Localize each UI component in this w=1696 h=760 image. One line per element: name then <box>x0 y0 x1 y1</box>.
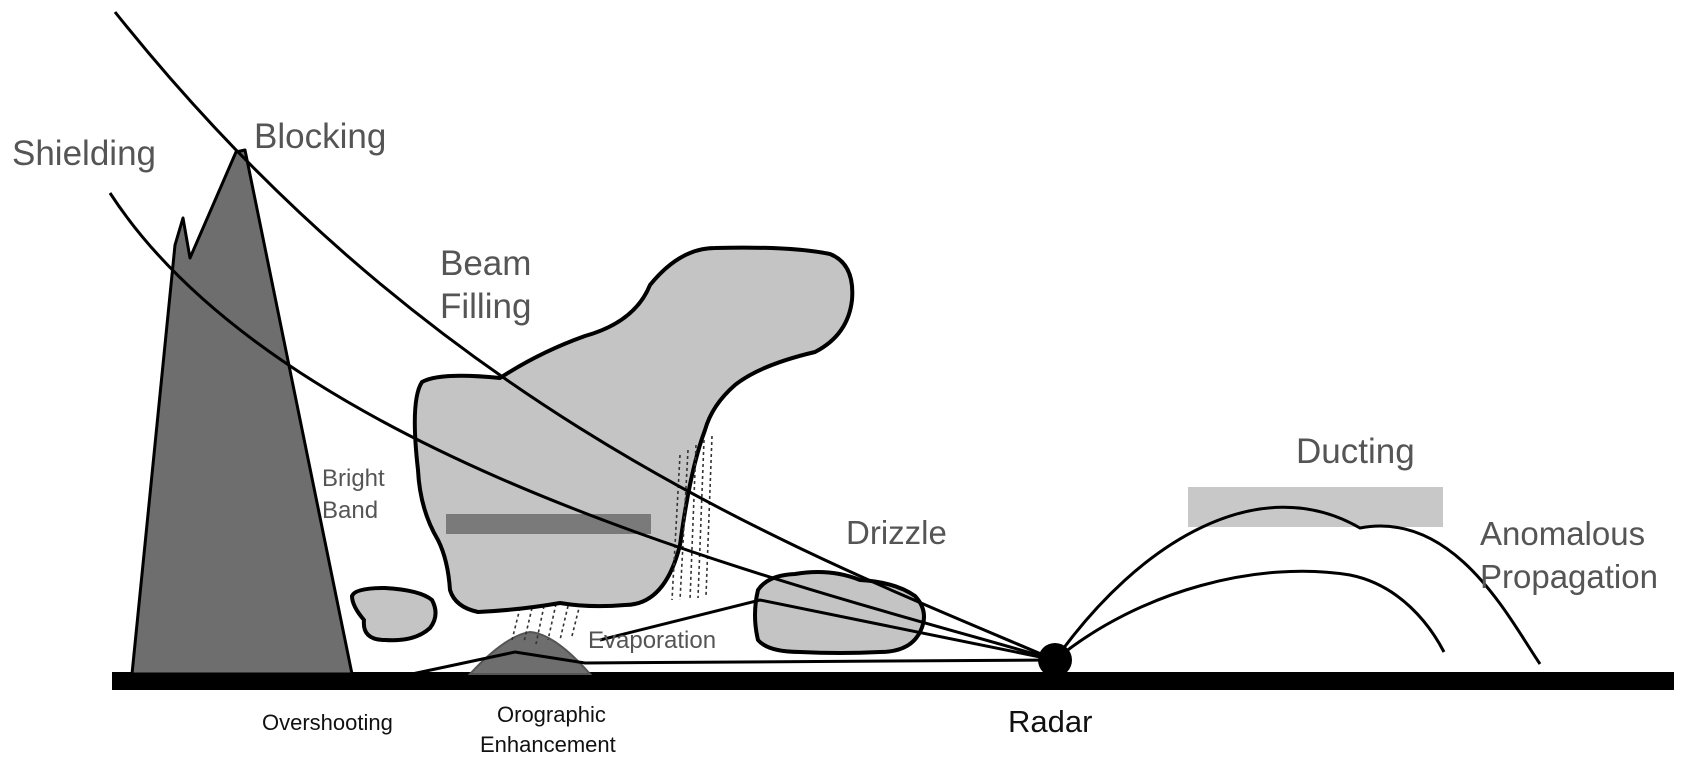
radar-dot <box>1038 643 1072 677</box>
label-anomalous-line2: Propagation <box>1480 558 1658 595</box>
label-evaporation: Evaporation <box>588 627 716 654</box>
label-ducting: Ducting <box>1296 432 1415 471</box>
label-bright-band-line1: Bright <box>322 465 385 492</box>
label-shielding: Shielding <box>12 134 156 173</box>
label-bright-band-line2: Band <box>322 497 378 524</box>
label-overshooting: Overshooting <box>262 710 393 735</box>
anomalous-curve-inner <box>1055 571 1444 660</box>
label-orographic-line2: Enhancement <box>480 732 616 757</box>
drizzle-cloud <box>755 572 924 653</box>
label-orographic-line1: Orographic <box>497 702 606 727</box>
label-blocking: Blocking <box>254 117 386 156</box>
label-anomalous-line1: Anomalous <box>1480 515 1645 552</box>
label-beam-filling-line1: Beam <box>440 244 531 283</box>
anomalous-curve-outer <box>1055 507 1540 664</box>
ducting-layer <box>1188 487 1443 527</box>
small-cloud <box>352 588 436 640</box>
label-radar: Radar <box>1008 704 1092 739</box>
bright-band-bar <box>446 514 651 534</box>
label-drizzle: Drizzle <box>846 514 947 551</box>
label-beam-filling-line2: Filling <box>440 287 531 326</box>
